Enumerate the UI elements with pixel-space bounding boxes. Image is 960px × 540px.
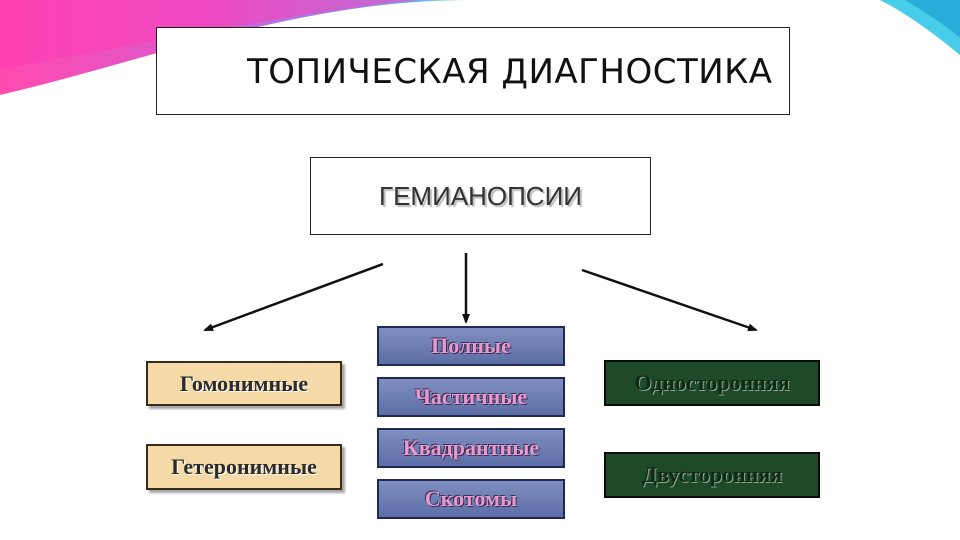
node-unilateral-label: Односторонняя	[634, 370, 789, 396]
node-partial-label: Частичные	[415, 384, 527, 410]
node-complete: Полные	[377, 326, 565, 366]
node-heteronymous-label: Гетеронимные	[171, 454, 317, 480]
node-scotoma-label: Скотомы	[425, 486, 517, 512]
node-bilateral-label: Двусторонняя	[642, 462, 782, 488]
arrow-left	[205, 264, 383, 330]
node-quadrant: Квадрантные	[377, 428, 565, 468]
node-homonymous: Гомонимные	[146, 361, 342, 406]
node-unilateral: Односторонняя	[604, 360, 820, 406]
node-scotoma: Скотомы	[377, 479, 565, 519]
node-heteronymous: Гетеронимные	[146, 444, 342, 490]
node-partial: Частичные	[377, 377, 565, 417]
node-homonymous-label: Гомонимные	[180, 371, 308, 397]
node-bilateral: Двусторонняя	[604, 452, 820, 498]
node-complete-label: Полные	[431, 333, 511, 359]
node-quadrant-label: Квадрантные	[403, 435, 539, 461]
arrow-right	[582, 270, 756, 330]
